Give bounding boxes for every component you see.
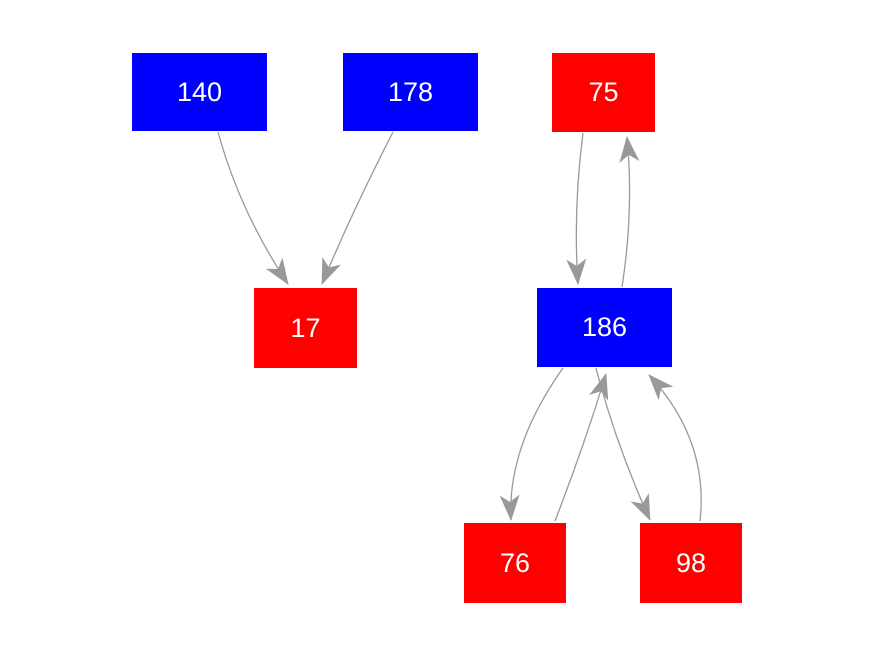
node-186[interactable]: 186	[537, 288, 672, 367]
node-75[interactable]: 75	[552, 53, 655, 132]
edge-98-to-186	[648, 374, 702, 522]
edge-76-to-186	[554, 373, 609, 522]
node-label: 75	[588, 77, 619, 107]
edge-140-to-17	[217, 131, 289, 285]
edge-75-to-186	[566, 132, 587, 285]
node-label: 186	[581, 312, 628, 342]
node-98[interactable]: 98	[640, 523, 742, 603]
edge-178-to-17	[321, 131, 394, 285]
node-178[interactable]: 178	[343, 53, 478, 131]
node-label: 76	[499, 547, 531, 578]
node-76[interactable]: 76	[464, 523, 566, 603]
edge-186-to-98	[595, 367, 651, 521]
node-label: 98	[675, 547, 707, 578]
edge-186-to-75	[619, 136, 640, 288]
node-label: 178	[387, 76, 434, 107]
node-label: 140	[176, 76, 223, 107]
node-label: 17	[290, 312, 321, 343]
edge-186-to-76	[499, 367, 564, 521]
node-140[interactable]: 140	[132, 53, 267, 131]
node-17[interactable]: 17	[254, 288, 357, 368]
